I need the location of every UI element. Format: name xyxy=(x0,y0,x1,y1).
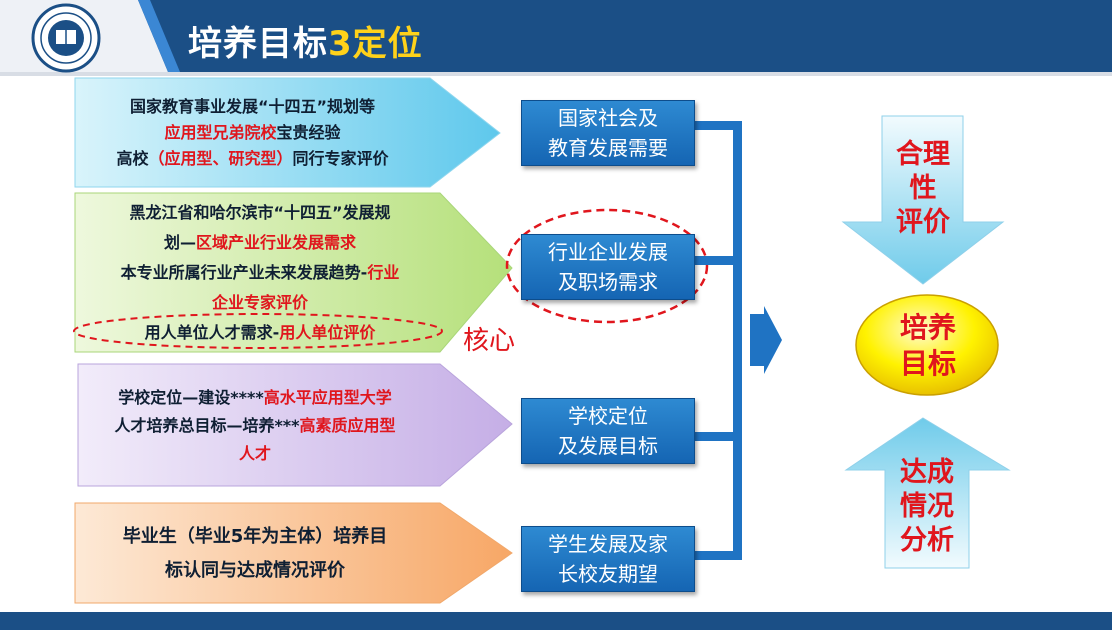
need-label: 教育发展需要 xyxy=(548,136,668,160)
source-arrow-1 xyxy=(74,77,501,188)
source-text-segment: （应用型、研究型） xyxy=(148,149,293,168)
source-text-segment: 人才 xyxy=(238,444,271,463)
need-label: 及职场需求 xyxy=(558,270,658,294)
target-text: 培养 目标 xyxy=(858,310,998,382)
target-line: 目标 xyxy=(899,347,956,380)
source-text-3: 学校定位—建设****高水平应用型大学人才培养总目标—培养***高素质应用型人才 xyxy=(80,372,430,480)
source-text-segment: 本专业所属行业产业未来发展趋势- xyxy=(120,263,368,282)
source-text-segment: 毕业生（毕业5年为主体）培养目 xyxy=(122,526,388,547)
source-text-segment: 企业专家评价 xyxy=(211,293,308,312)
need-box-national: 国家社会及 教育发展需要 xyxy=(521,100,695,166)
header-underline xyxy=(0,72,1112,76)
source-text-1: 国家教育事业发展“十四五”规划等应用型兄弟院校宝贵经验高校（应用型、研究型）同行… xyxy=(80,82,425,184)
core-label: 核心 xyxy=(463,326,516,356)
source-line: 应用型兄弟院校宝贵经验 xyxy=(164,120,340,146)
analysis-up-arrow xyxy=(844,417,1011,569)
source-text-segment: 划— xyxy=(163,233,196,252)
need-label: 及发展目标 xyxy=(558,434,658,458)
source-text-segment: 用人单位人才需求- xyxy=(144,323,280,342)
source-text-4: 毕业生（毕业5年为主体）培养目标认同与达成情况评价 xyxy=(80,510,430,598)
evaluation-down-arrow xyxy=(841,115,1005,285)
source-line: 企业专家评价 xyxy=(212,288,308,318)
source-text-segment: 用人单位评价 xyxy=(279,323,376,342)
evaluation-text: 合理 性 评价 xyxy=(882,138,964,240)
title-main: 培养目标 xyxy=(188,24,328,64)
analysis-line: 情况 xyxy=(900,491,954,522)
source-text-segment: 学校定位—建设**** xyxy=(118,388,264,407)
evaluation-line: 合理 xyxy=(896,139,950,170)
source-arrow-3 xyxy=(77,363,513,487)
source-text-segment: 标认同与达成情况评价 xyxy=(165,560,345,581)
need-label: 学校定位 xyxy=(568,404,648,428)
university-seal-icon xyxy=(31,3,101,73)
need-box-industry: 行业企业发展 及职场需求 xyxy=(521,234,695,300)
analysis-line: 达成 xyxy=(900,457,954,488)
need-label: 行业企业发展 xyxy=(548,240,668,264)
source-line: 标认同与达成情况评价 xyxy=(165,554,345,588)
source-line: 毕业生（毕业5年为主体）培养目 xyxy=(123,520,388,554)
highlight-ellipse-employer xyxy=(73,313,443,349)
source-line: 高校（应用型、研究型）同行专家评价 xyxy=(116,146,388,172)
need-label: 学生发展及家 xyxy=(548,532,668,556)
source-line: 划—区域产业行业发展需求 xyxy=(164,228,356,258)
source-line: 国家教育事业发展“十四五”规划等 xyxy=(130,94,375,120)
source-line: 人才培养总目标—培养***高素质应用型 xyxy=(114,412,395,440)
title-highlight: 3定位 xyxy=(328,24,423,64)
need-box-school: 学校定位 及发展目标 xyxy=(521,398,695,464)
source-line: 本专业所属行业产业未来发展趋势-行业 xyxy=(121,258,400,288)
source-arrow-2 xyxy=(74,192,513,353)
source-text-2: 黑龙江省和哈尔滨市“十四五”发展规划—区域产业行业发展需求本专业所属行业产业未来… xyxy=(75,197,445,349)
analysis-line: 分析 xyxy=(900,525,954,556)
source-text-segment: 高素质应用型 xyxy=(299,416,396,435)
source-line: 用人单位人才需求-用人单位评价 xyxy=(145,318,376,348)
highlight-ellipse-industry xyxy=(505,208,709,324)
header-accent-stripe xyxy=(138,0,180,72)
source-text-segment: 行业 xyxy=(367,263,400,282)
need-box-student: 学生发展及家 长校友期望 xyxy=(521,526,695,592)
target-ellipse xyxy=(855,294,999,396)
source-text-segment: 区域产业行业发展需求 xyxy=(196,233,357,252)
source-arrow-4 xyxy=(74,502,513,604)
header-bar xyxy=(0,0,1112,72)
source-line: 学校定位—建设****高水平应用型大学 xyxy=(118,384,392,412)
need-label: 长校友期望 xyxy=(558,562,658,586)
source-text-segment: 宝贵经验 xyxy=(276,123,341,142)
source-line: 黑龙江省和哈尔滨市“十四五”发展规 xyxy=(129,198,390,228)
source-text-segment: 同行专家评价 xyxy=(292,149,389,168)
target-line: 培养 xyxy=(899,311,956,344)
need-label: 国家社会及 xyxy=(558,106,658,130)
source-text-segment: 国家教育事业发展“十四五”规划等 xyxy=(129,97,376,116)
source-line: 人才 xyxy=(239,440,271,468)
source-text-segment: 高水平应用型大学 xyxy=(263,388,392,407)
footer-bar xyxy=(0,612,1112,630)
evaluation-line: 性 xyxy=(909,173,937,204)
analysis-text: 达成 情况 分析 xyxy=(885,456,969,558)
source-text-segment: 黑龙江省和哈尔滨市“十四五”发展规 xyxy=(129,203,391,222)
connector-bracket xyxy=(693,121,742,560)
evaluation-line: 评价 xyxy=(896,207,950,238)
source-text-segment: 应用型兄弟院校 xyxy=(164,123,277,142)
converge-arrow xyxy=(750,306,782,374)
page-title: 培养目标3定位 xyxy=(188,16,423,65)
source-text-segment: 高校 xyxy=(116,149,149,168)
source-text-segment: 人才培养总目标—培养*** xyxy=(114,416,300,435)
